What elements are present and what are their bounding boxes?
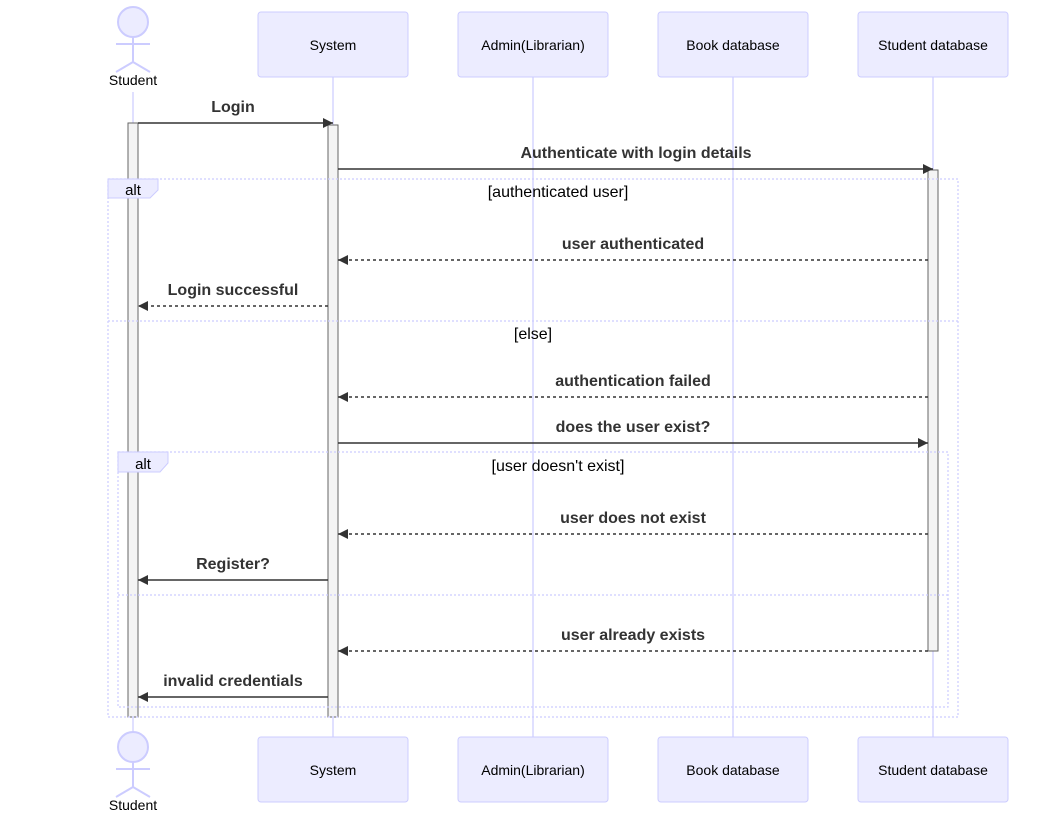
admin-box-top: Admin(Librarian) <box>457 11 609 78</box>
message-invalid-credentials: invalid credentials <box>138 673 328 702</box>
system-label-top: System <box>310 37 357 53</box>
student-activation <box>127 122 139 718</box>
student-actor-top: Student <box>109 6 157 88</box>
message-authenticate: Authenticate with login details <box>338 145 933 174</box>
message-does-user-exist-label: does the user exist? <box>556 419 711 436</box>
message-login: Login <box>138 99 333 128</box>
message-user-not-exist: user does not exist <box>338 510 928 539</box>
system-activation <box>327 124 339 718</box>
student-db-activation <box>927 169 939 652</box>
book-db-box-bottom: Book database <box>657 736 809 803</box>
message-authentication-failed: authentication failed <box>338 373 928 402</box>
message-does-user-exist: does the user exist? <box>338 419 928 448</box>
system-box-bottom: System <box>257 736 409 803</box>
system-box-top: System <box>257 11 409 78</box>
outer-alt-frame: alt [authenticated user] [else] <box>107 178 959 718</box>
book-db-box-top: Book database <box>657 11 809 78</box>
message-login-successful-label: Login successful <box>168 282 299 299</box>
student-label-bottom: Student <box>109 797 157 813</box>
message-user-already-exists: user already exists <box>338 627 928 656</box>
student-label-top: Student <box>109 72 157 88</box>
inner-alt-label: alt <box>135 456 152 473</box>
message-invalid-credentials-label: invalid credentials <box>163 673 303 690</box>
admin-box-bottom: Admin(Librarian) <box>457 736 609 803</box>
message-user-already-exists-label: user already exists <box>561 627 705 644</box>
message-login-label: Login <box>211 99 255 116</box>
book-db-label-top: Book database <box>686 37 780 53</box>
else-condition: [else] <box>514 326 552 343</box>
student-db-label-bottom: Student database <box>878 762 988 778</box>
message-user-authenticated-label: user authenticated <box>562 236 704 253</box>
book-db-label-bottom: Book database <box>686 762 780 778</box>
student-db-box-top: Student database <box>857 11 1009 78</box>
outer-alt-label: alt <box>125 182 142 199</box>
message-user-not-exist-label: user does not exist <box>560 510 706 527</box>
system-label-bottom: System <box>310 762 357 778</box>
student-db-label-top: Student database <box>878 37 988 53</box>
outer-alt-condition: [authenticated user] <box>488 184 629 201</box>
message-register-label: Register? <box>196 556 270 573</box>
message-authenticate-label: Authenticate with login details <box>520 145 751 162</box>
message-register: Register? <box>138 556 328 585</box>
message-user-authenticated: user authenticated <box>338 236 928 265</box>
student-actor-bottom: Student <box>109 731 157 813</box>
message-login-successful: Login successful <box>138 282 328 311</box>
message-authentication-failed-label: authentication failed <box>555 373 711 390</box>
admin-label-bottom: Admin(Librarian) <box>481 762 584 778</box>
inner-alt-condition: [user doesn't exist] <box>492 458 625 475</box>
student-db-box-bottom: Student database <box>857 736 1009 803</box>
inner-alt-frame: alt [user doesn't exist] <box>117 451 949 708</box>
admin-label-top: Admin(Librarian) <box>481 37 584 53</box>
